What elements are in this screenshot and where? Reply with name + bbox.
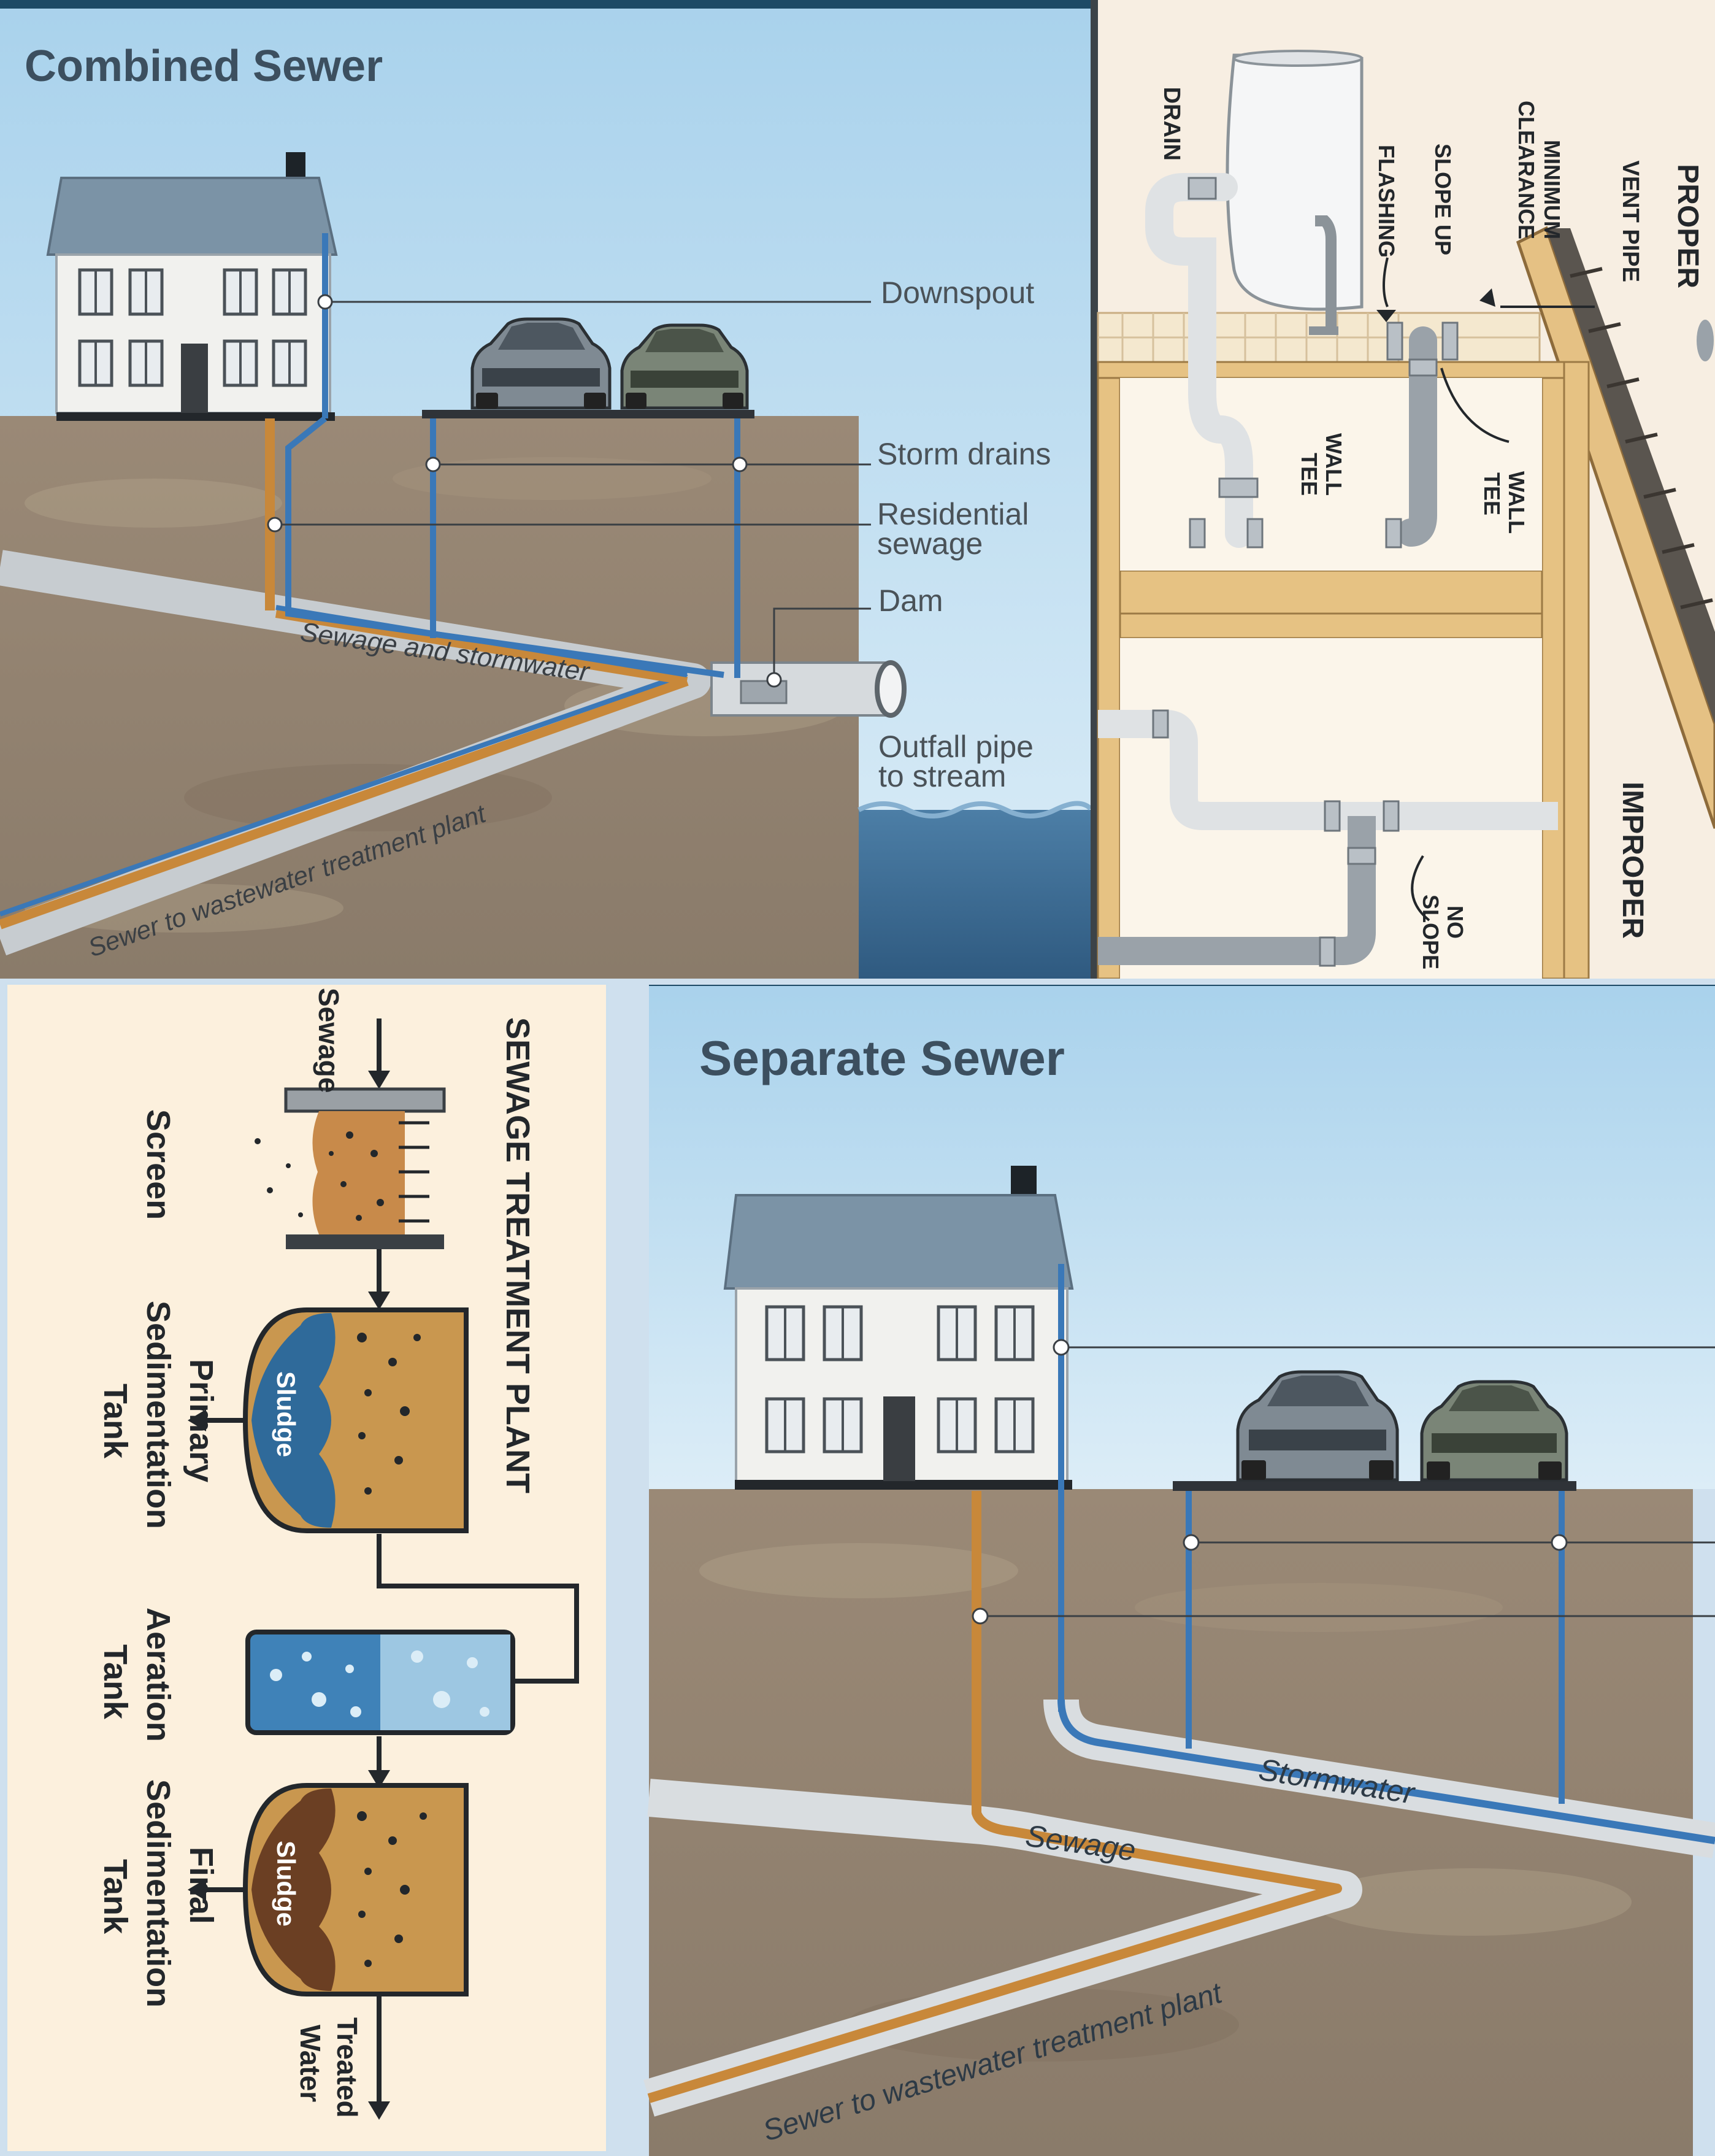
treatment-title: SEWAGE TREATMENT PLANT bbox=[499, 1017, 536, 1493]
car-3 bbox=[1236, 1370, 1399, 1482]
label-slope: SLOPE bbox=[1418, 895, 1443, 969]
label-drain: DRAIN bbox=[1159, 87, 1184, 161]
label-final-tank: Tank bbox=[97, 1859, 134, 1935]
label-minimum: MINIMUM bbox=[1540, 140, 1565, 239]
label-final-sedimentation: Sedimentation bbox=[140, 1779, 177, 2008]
label-improper: IMPROPER bbox=[1616, 782, 1649, 939]
primary-sedimentation-tank: Sludge bbox=[242, 1307, 469, 1533]
sludge-label-final: Sludge bbox=[272, 1841, 301, 1927]
car-2 bbox=[620, 323, 749, 410]
label-proper: PROPER bbox=[1671, 164, 1704, 288]
label-dam: Dam bbox=[878, 583, 943, 618]
sludge-label-primary: Sludge bbox=[272, 1371, 301, 1457]
label-primary: Primary bbox=[183, 1359, 220, 1482]
aeration-tank bbox=[245, 1630, 515, 1735]
label-aeration-tank: Tank bbox=[97, 1644, 134, 1720]
stream-water bbox=[859, 810, 1091, 979]
label-flashing: FLASHING bbox=[1374, 145, 1399, 258]
label-final: Final bbox=[183, 1847, 220, 1924]
treatment-plant-panel: SEWAGE TREATMENT PLANT bbox=[0, 979, 649, 2156]
label-residential: Residential bbox=[877, 497, 1029, 531]
label-outfall-stream: to stream bbox=[878, 759, 1006, 793]
label-primary-tank: Tank bbox=[97, 1384, 134, 1459]
label-storm-drains: Storm drains bbox=[877, 437, 1051, 471]
label-sewage-input: Sewage bbox=[313, 988, 345, 1093]
separate-sewer-title: Separate Sewer bbox=[699, 1031, 1065, 1085]
label-residential-sewage: sewage bbox=[877, 526, 983, 561]
screen-unit bbox=[255, 1087, 446, 1249]
label-wall-tee-left-2: TEE bbox=[1297, 453, 1322, 496]
label-vent-pipe: VENT PIPE bbox=[1617, 161, 1643, 283]
label-wall-tee-right: WALL bbox=[1504, 471, 1529, 534]
label-wall-tee-right-2: TEE bbox=[1479, 472, 1505, 515]
outfall-pipe bbox=[710, 660, 907, 718]
label-wall-tee-left: WALL bbox=[1321, 433, 1346, 496]
label-treated: Treated bbox=[331, 2017, 363, 2118]
label-screen: Screen bbox=[140, 1109, 177, 1220]
label-clearance: CLEARANCE bbox=[1514, 101, 1539, 239]
house bbox=[46, 152, 338, 421]
label-outfall-pipe: Outfall pipe bbox=[878, 730, 1034, 764]
label-water: Water bbox=[294, 2025, 326, 2102]
car-4 bbox=[1420, 1380, 1568, 1482]
plumbing-vent-panel: PROPER VENT PIPE MINIMUM CLEARANCE SLOPE… bbox=[1084, 0, 1715, 980]
combined-sewer-title: Combined Sewer bbox=[25, 42, 383, 91]
label-downspout: Downspout bbox=[881, 275, 1034, 310]
final-sedimentation-tank: Sludge bbox=[242, 1783, 469, 1996]
label-slope-up: SLOPE UP bbox=[1430, 144, 1456, 255]
combined-sewer-panel: Combined Sewer Downspout Storm drains Re… bbox=[0, 0, 1092, 979]
label-primary-sedimentation: Sedimentation bbox=[140, 1301, 177, 1529]
label-aeration: Aeration bbox=[140, 1607, 177, 1742]
separate-sewer-panel: Separate Sewer Stormwater Sewage Sewer t… bbox=[643, 979, 1715, 2156]
label-no: NO bbox=[1443, 906, 1468, 939]
sink bbox=[1226, 50, 1364, 335]
car-1 bbox=[470, 317, 612, 410]
house-separate bbox=[723, 1166, 1074, 1490]
